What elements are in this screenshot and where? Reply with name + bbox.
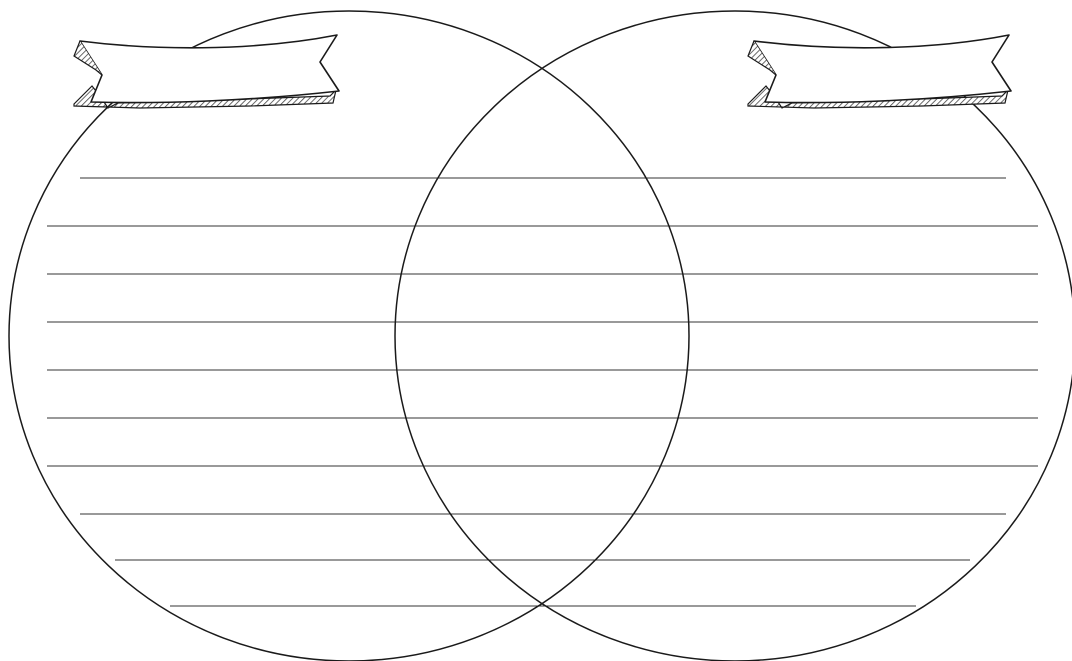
right-banner bbox=[748, 35, 1011, 108]
left-banner bbox=[74, 35, 339, 108]
ruled-lines bbox=[47, 178, 1038, 606]
left-circle bbox=[9, 11, 689, 661]
right-banner-ribbon bbox=[754, 35, 1011, 103]
left-banner-ribbon bbox=[80, 35, 339, 103]
right-circle bbox=[395, 11, 1072, 661]
